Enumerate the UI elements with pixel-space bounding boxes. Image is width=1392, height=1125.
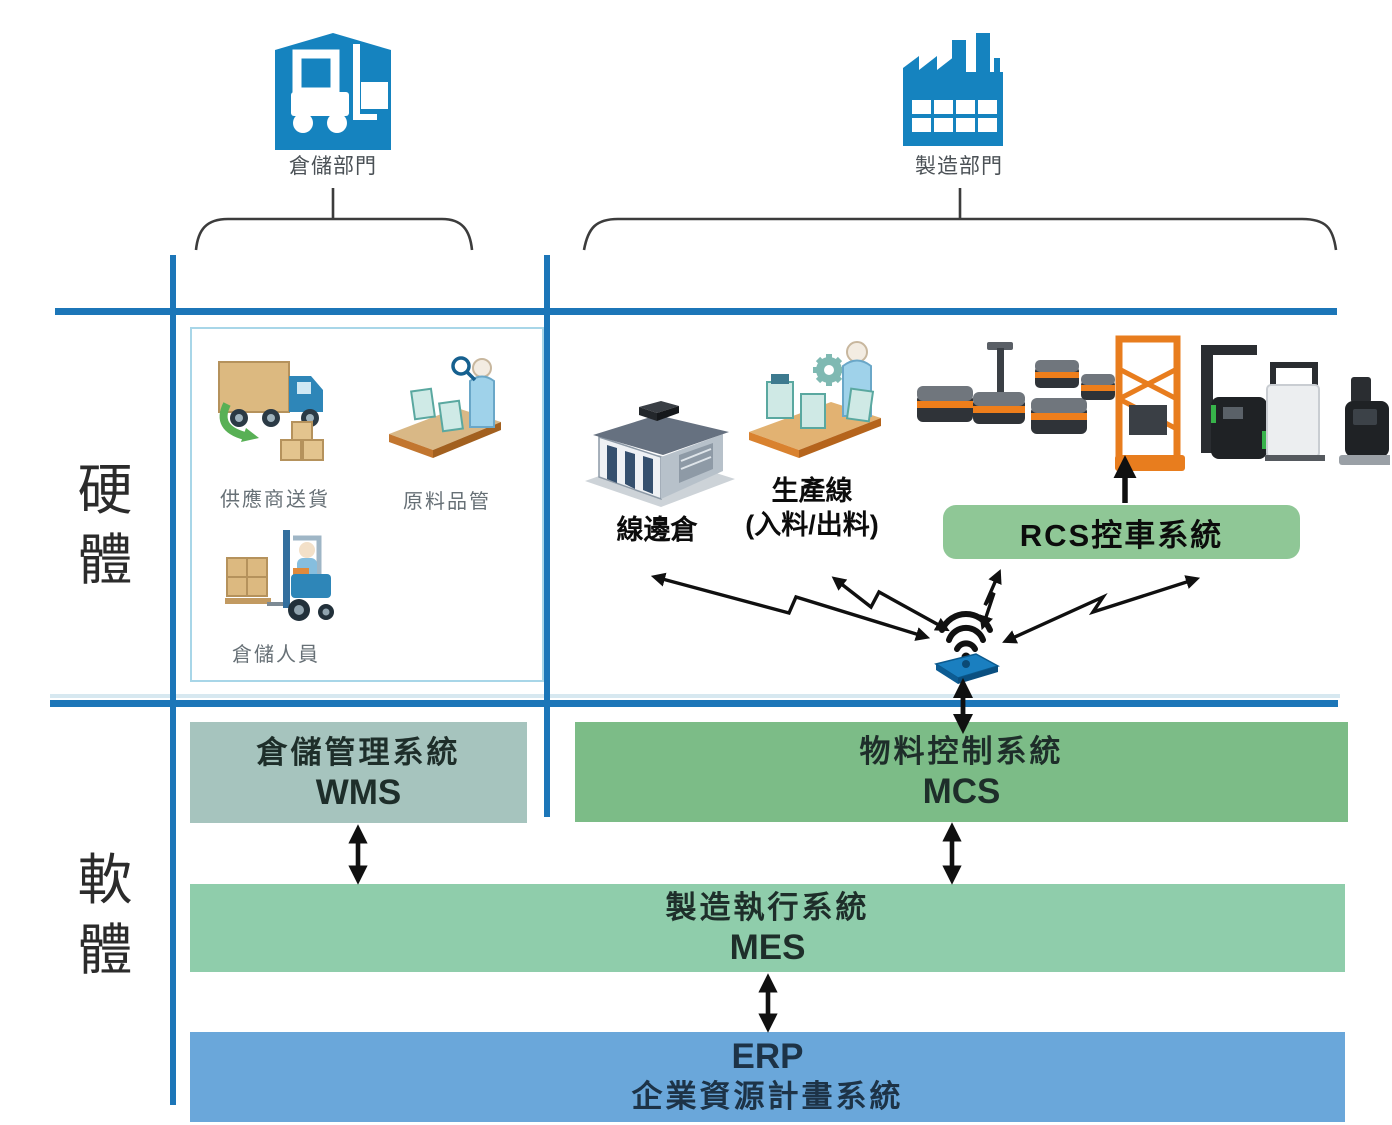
left-vertical-line [170, 255, 176, 1105]
warehouse-department-icon [273, 28, 393, 150]
hardware-top-divider-line [55, 308, 1337, 315]
mes-box: 製造執行系統 MES [190, 884, 1345, 972]
wms-abbr: WMS [315, 772, 402, 812]
warehouse-brace [194, 217, 474, 251]
quality-inspection-icon [385, 350, 505, 465]
erp-abbr: ERP [731, 1037, 804, 1076]
production-line-icon [745, 330, 885, 470]
hardware-section-label: 硬體 [77, 459, 133, 591]
hardware-software-divider-line [50, 700, 1338, 707]
erp-box: ERP 企業資源計畫系統 [190, 1032, 1345, 1122]
rcs-control-system-box: RCS控車系統 [943, 505, 1300, 559]
wms-name: 倉儲管理系統 [256, 734, 461, 770]
wms-box: 倉儲管理系統 WMS [190, 722, 527, 823]
material-qc-caption: 原料品管 [403, 491, 491, 513]
delivery-truck-icon [213, 344, 333, 469]
manufacturing-department-label: 製造部門 [915, 155, 1003, 178]
warehouse-items-group-box [190, 327, 544, 682]
wifi-router-icon [928, 602, 1003, 687]
warehouse-department-label: 倉儲部門 [289, 155, 377, 178]
erp-name: 企業資源計畫系統 [631, 1079, 904, 1114]
rcs-control-system-label: RCS控車系統 [1019, 517, 1224, 553]
production-line-label: 生產線 [771, 476, 853, 506]
lineside-warehouse-icon [583, 385, 738, 515]
mes-name: 製造執行系統 [665, 890, 870, 925]
lineside-warehouse-label: 線邊倉 [616, 515, 698, 545]
mes-abbr: MES [729, 928, 806, 967]
wifi-link-lineside-warehouse [650, 572, 931, 641]
production-line-sublabel: (入料/出料) [745, 510, 879, 540]
wifi-link-robots [1002, 575, 1201, 644]
software-divider-highlight [50, 694, 1340, 698]
agv-forklift-robots-icon [1115, 335, 1390, 480]
middle-vertical-line [544, 255, 550, 817]
manufacturing-brace [582, 217, 1338, 251]
warehouse-staff-caption: 倉儲人員 [232, 644, 320, 666]
mcs-box: 物料控制系統 MCS [575, 722, 1348, 822]
mcs-abbr: MCS [922, 772, 1001, 811]
forklift-operator-icon [223, 516, 338, 631]
supplier-delivery-caption: 供應商送貨 [220, 489, 330, 511]
factory-department-icon [895, 28, 1017, 150]
agv-robots-small-icon [915, 340, 1115, 450]
software-section-label: 軟體 [77, 849, 133, 981]
mcs-name: 物料控制系統 [859, 734, 1064, 769]
